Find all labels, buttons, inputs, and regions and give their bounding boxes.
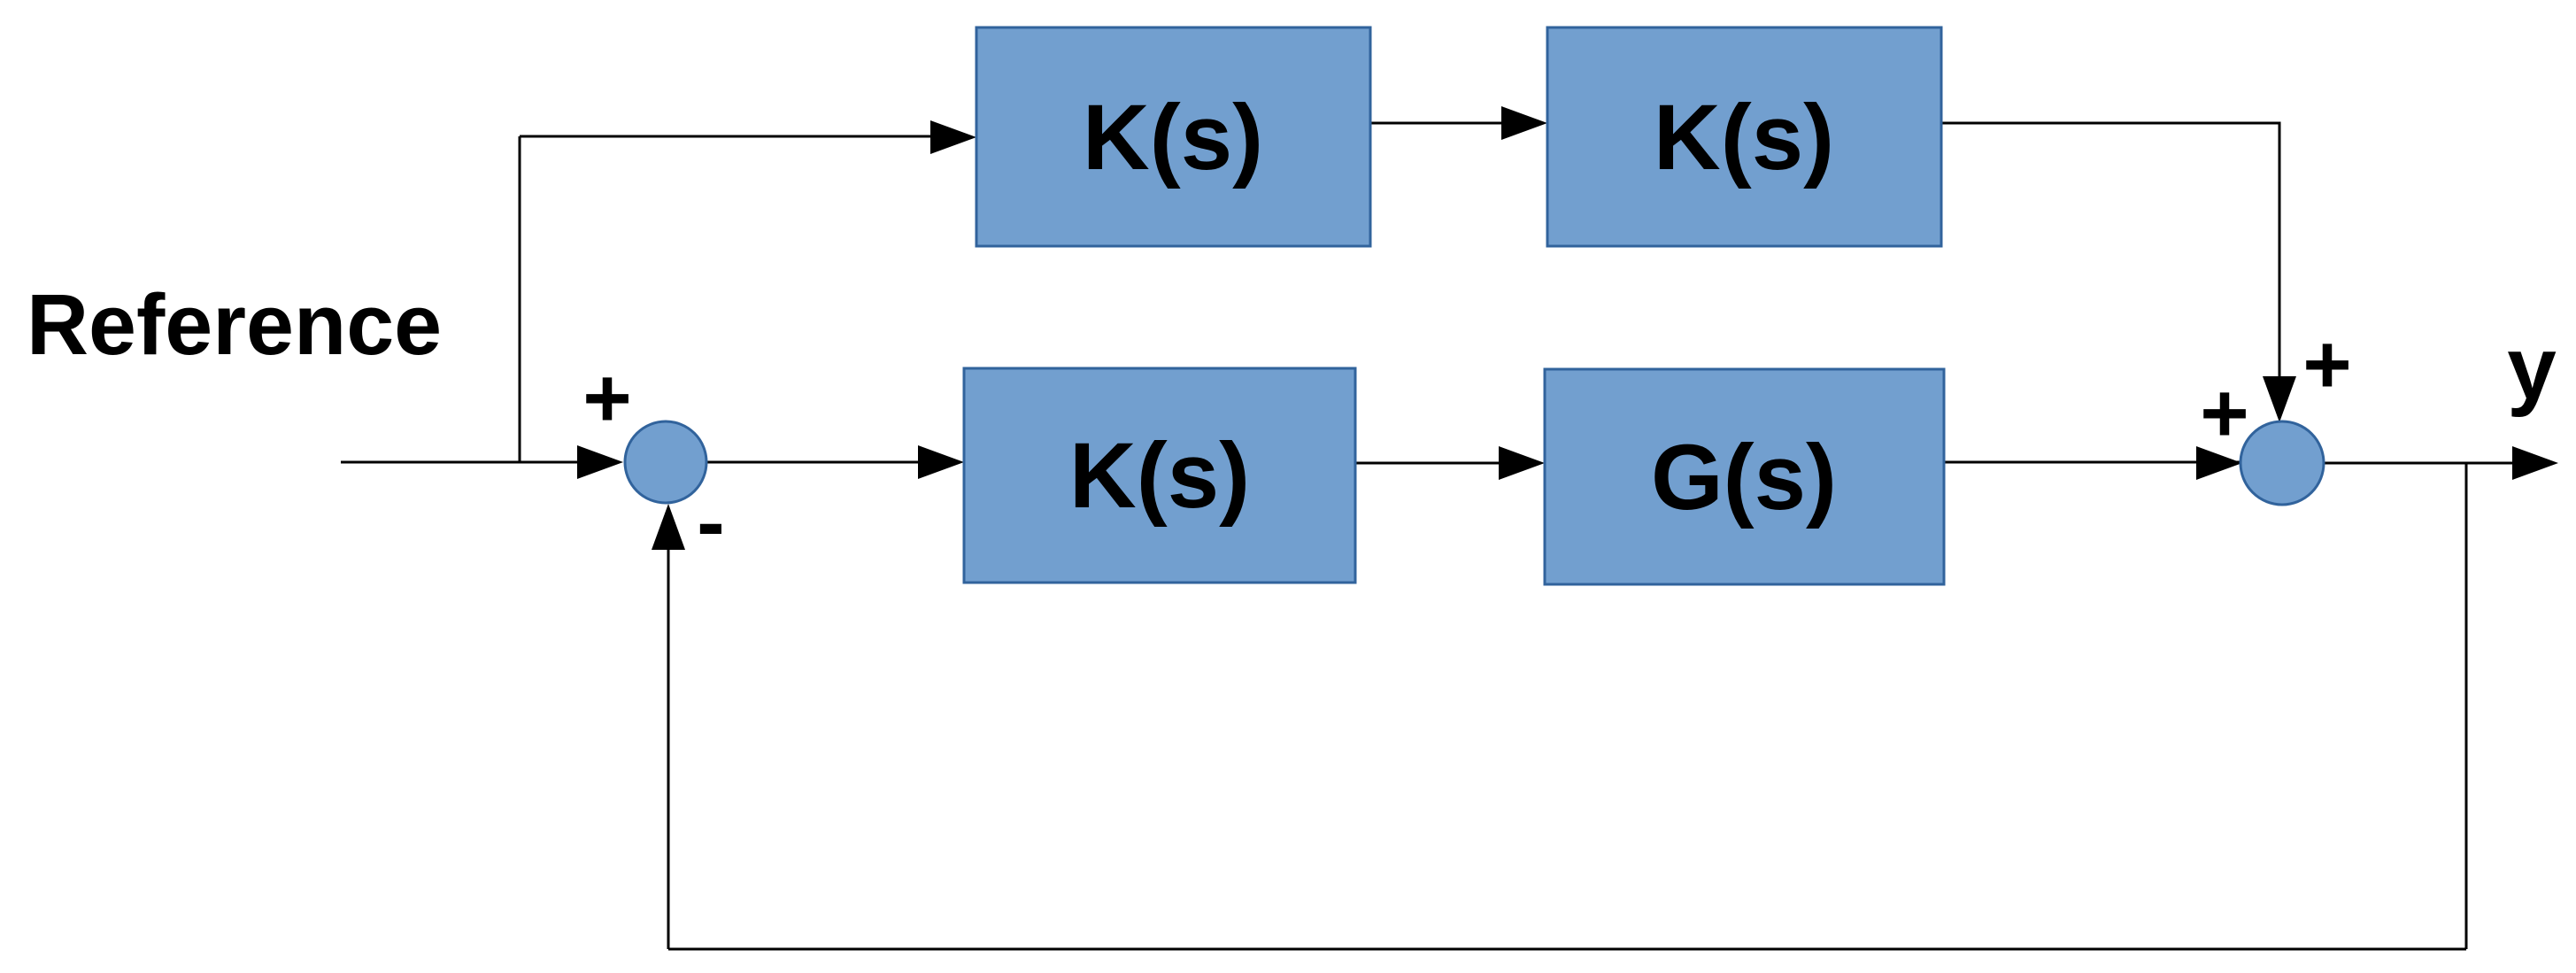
sum1-plus-sign: +	[582, 351, 631, 445]
controller-block	[962, 367, 1357, 584]
arrowhead-output	[2512, 446, 2558, 480]
sum2-left-plus-sign: +	[2200, 367, 2248, 460]
arrowhead-into-plant	[1499, 446, 1545, 480]
arrowhead-into-sum1	[577, 445, 623, 479]
output-summing-junction	[2239, 420, 2325, 506]
controller-block-label: K(s)	[1069, 424, 1250, 528]
arrowhead-up-into-sum1	[652, 504, 685, 550]
output-label: y	[2507, 319, 2557, 418]
feedforward-block-1-label: K(s)	[1083, 86, 1263, 189]
feedforward-block-1	[975, 26, 1372, 248]
arrowhead-into-sum2-left	[2196, 446, 2242, 480]
feedforward-block-2	[1546, 26, 1943, 248]
arrowhead-down-into-sum2	[2263, 376, 2296, 422]
arrowhead-into-feedforward-2	[1501, 106, 1547, 140]
top-path-to-sum2-wire	[1941, 121, 2281, 382]
error-summing-junction	[623, 420, 708, 505]
arrowhead-into-feedforward-1	[930, 120, 976, 154]
sum1-minus-sign: -	[697, 475, 725, 569]
plant-block-label: G(s)	[1651, 426, 1837, 529]
reference-input-label: Reference	[27, 276, 442, 373]
plant-block	[1543, 367, 1946, 586]
sum2-top-plus-sign: +	[2302, 318, 2351, 412]
arrowhead-into-controller	[918, 445, 964, 479]
feedforward-block-2-label: K(s)	[1654, 86, 1834, 189]
